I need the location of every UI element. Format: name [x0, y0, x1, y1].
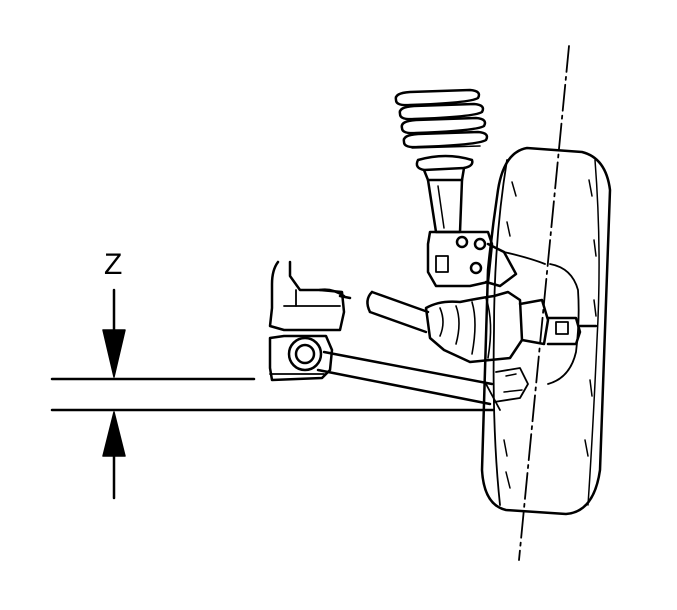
- up-arrow-head: [102, 411, 126, 457]
- lower-control-arm: [316, 350, 529, 411]
- tire-tread-line: [587, 159, 600, 506]
- dimension-z: Z: [50, 248, 495, 500]
- subframe: [268, 260, 352, 382]
- strut-assembly: [394, 88, 546, 288]
- shaft-end: [366, 290, 374, 314]
- knuckle-bracket: [426, 230, 494, 288]
- bushing-inner: [294, 343, 316, 365]
- down-arrow-head: [102, 329, 126, 378]
- bushing-bracket: [268, 334, 334, 382]
- tire: [480, 146, 612, 516]
- cv-boot: [424, 290, 524, 364]
- tread-marks: [503, 179, 597, 489]
- spring-seat: [415, 154, 474, 172]
- strut-tube: [426, 178, 464, 234]
- bushing-outer: [287, 336, 323, 372]
- dimension-label: Z: [104, 248, 122, 281]
- coil-spring: [394, 88, 489, 149]
- tire-outline: [480, 146, 612, 516]
- drive-shaft: [366, 263, 598, 385]
- subframe-upper: [268, 260, 346, 332]
- tire-inner-edge: [492, 159, 508, 506]
